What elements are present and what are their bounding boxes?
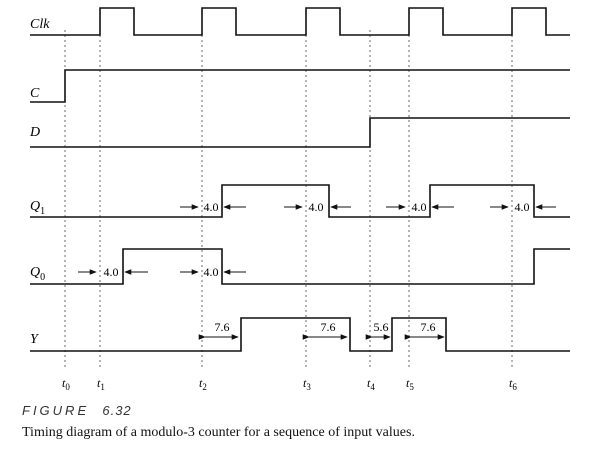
- signal-label-q1: Q1: [30, 199, 45, 217]
- q1-waveform: [30, 184, 570, 218]
- time-mark-t2: t2: [199, 376, 207, 392]
- signal-label-c: C: [30, 86, 40, 101]
- time-mark-t4: t4: [367, 376, 375, 392]
- time-mark-t1: t1: [97, 376, 105, 392]
- delay-y-b: 7.6: [321, 320, 336, 334]
- delay-arrows: [78, 204, 556, 340]
- clk-waveform: [30, 7, 570, 36]
- y-waveform: [30, 317, 570, 352]
- time-mark-t3: t3: [303, 376, 311, 392]
- d-waveform: [30, 117, 570, 148]
- q0-waveform: [30, 248, 570, 285]
- figure-caption: Timing diagram of a modulo-3 counter for…: [22, 425, 415, 440]
- time-mark-t6: t6: [509, 376, 517, 392]
- delay-q1-c: 4.0: [412, 200, 427, 214]
- delay-y-c: 5.6: [374, 320, 389, 334]
- signal-label-clk: Clk: [30, 17, 50, 32]
- signal-label-d: D: [29, 125, 40, 140]
- delay-q1-a: 4.0: [204, 200, 219, 214]
- c-waveform: [30, 69, 570, 103]
- delay-q0-b: 4.0: [204, 265, 219, 279]
- figure-number: 6.32: [102, 403, 132, 418]
- delay-y-a: 7.6: [215, 320, 230, 334]
- delay-y-d: 7.6: [421, 320, 436, 334]
- time-mark-t5: t5: [406, 376, 414, 392]
- delay-q0-a: 4.0: [104, 265, 119, 279]
- delay-q1-b: 4.0: [309, 200, 324, 214]
- figure-label-word: FIGURE: [22, 403, 90, 418]
- delay-q1-d: 4.0: [515, 200, 530, 214]
- time-mark-t0: t0: [62, 376, 70, 392]
- signal-label-q0: Q0: [30, 265, 45, 283]
- time-guides: [64, 30, 513, 368]
- signal-label-y: Y: [30, 332, 40, 347]
- figure-label: FIGURE 6.32: [22, 403, 132, 418]
